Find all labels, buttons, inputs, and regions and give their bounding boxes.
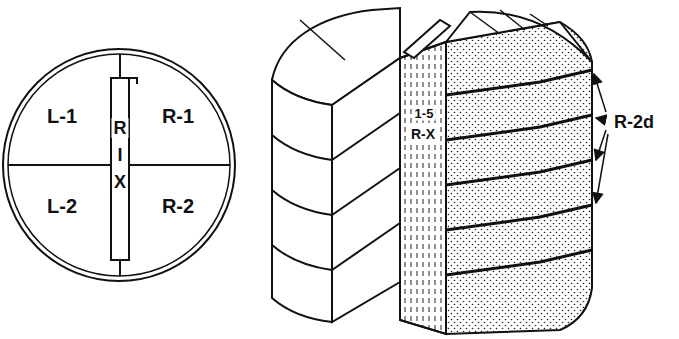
strip-label: R: [112, 118, 129, 138]
leader-arrows: [594, 74, 608, 203]
top-view: [3, 49, 235, 281]
right-piece: [400, 10, 592, 334]
strip-label: X: [112, 172, 128, 192]
strip-label: I: [115, 145, 124, 165]
region-label: L-2: [47, 196, 77, 216]
part-label: R-X: [409, 126, 437, 142]
part-label: R-2d: [614, 113, 654, 131]
region-label: R-1: [162, 106, 194, 126]
region-label: L-1: [47, 106, 77, 126]
left-piece: [272, 8, 400, 322]
callout-number: 1-5: [413, 106, 436, 121]
region-label: R-2: [162, 196, 194, 216]
